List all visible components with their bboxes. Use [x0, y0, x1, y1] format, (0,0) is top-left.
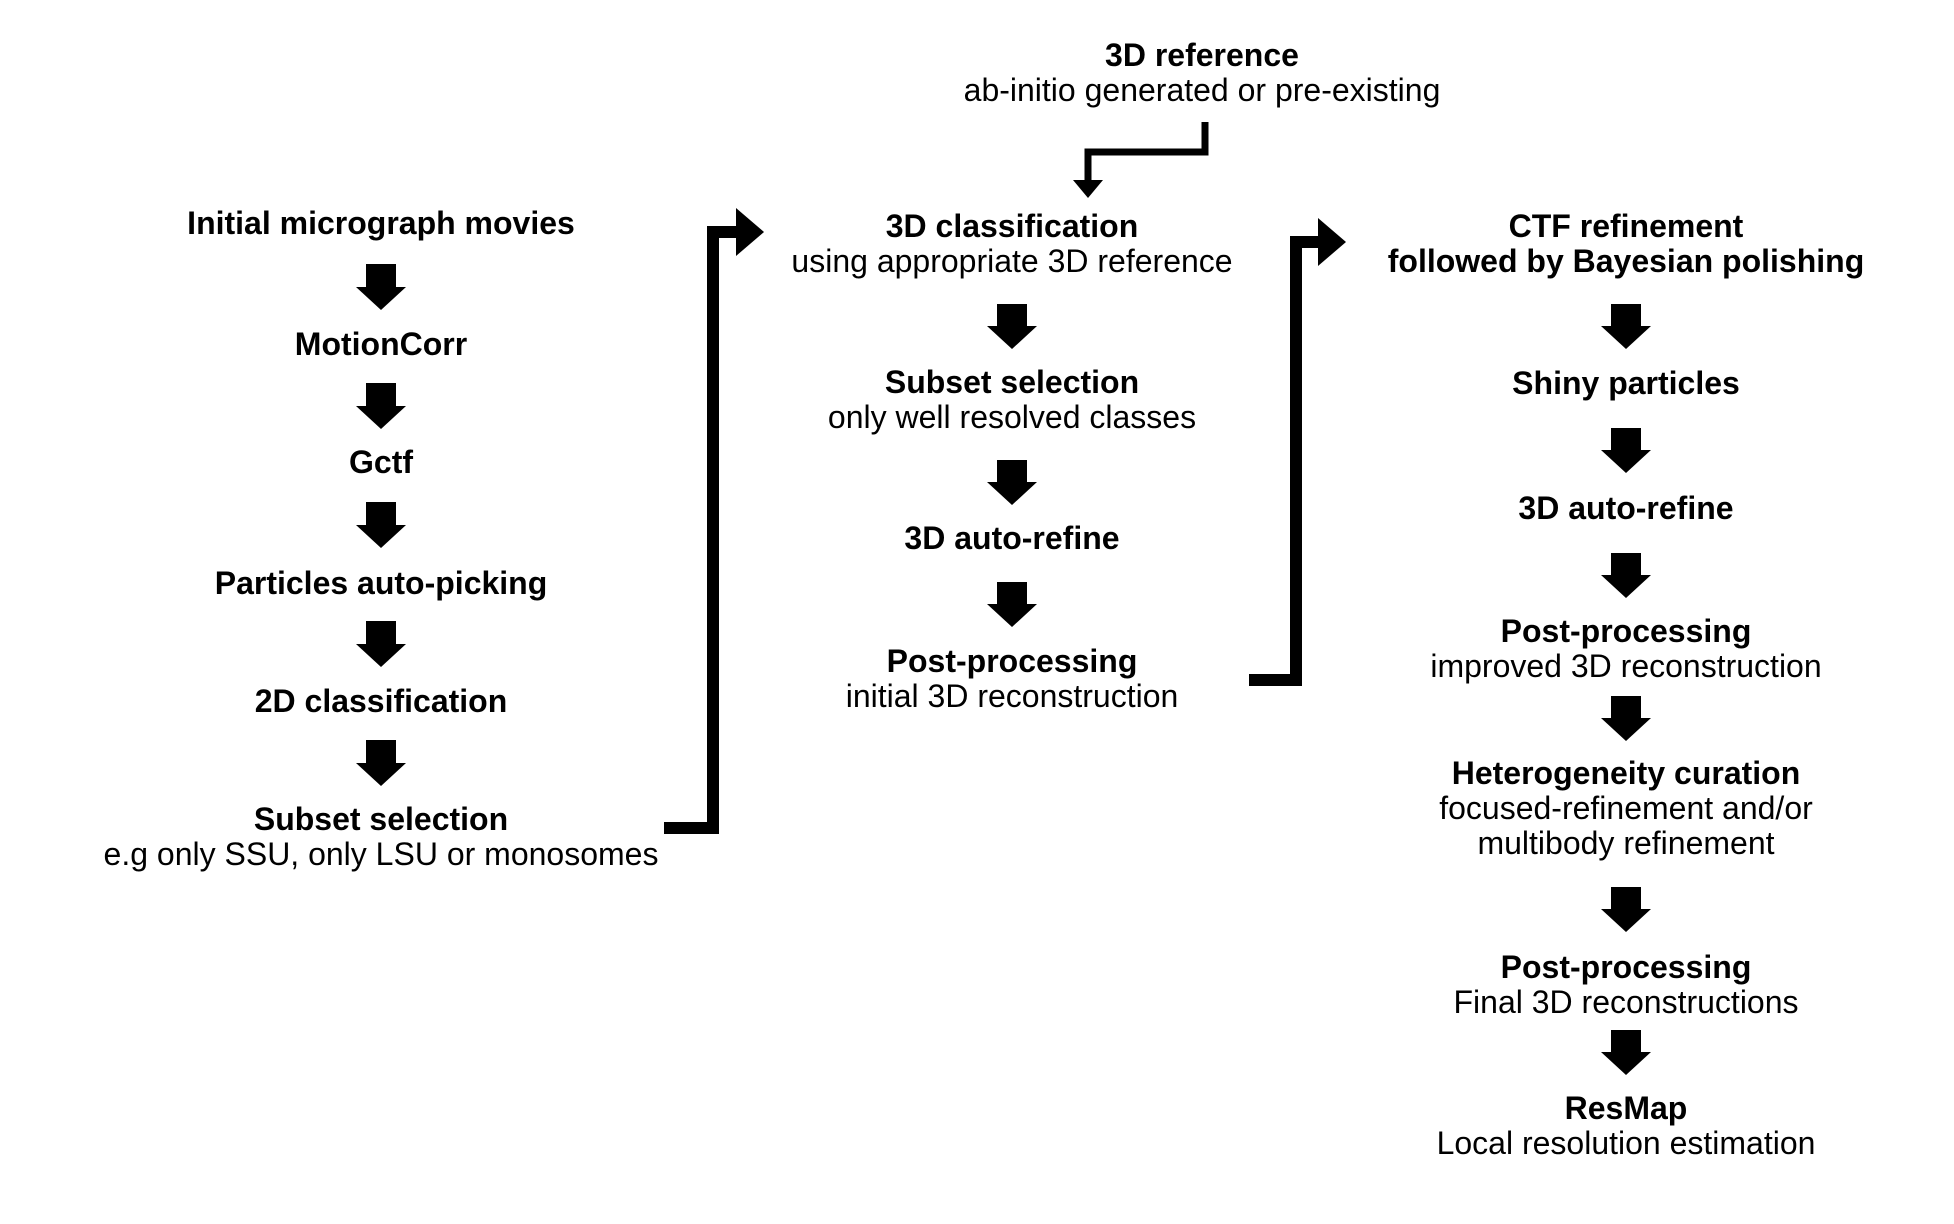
arrow-down-icon [1601, 428, 1651, 473]
step-title: Particles auto-picking [214, 565, 548, 601]
connector-reference-to-col2 [1084, 122, 1209, 182]
step-post-processing-3: Post-processing Final 3D reconstructions [1453, 950, 1798, 1020]
step-subtitle: e.g only SSU, only LSU or monosomes [103, 836, 659, 872]
arrow-down-icon [1601, 304, 1651, 349]
step-subtitle: initial 3D reconstruction [845, 678, 1179, 714]
step-subtitle-line2: multibody refinement [1477, 825, 1775, 861]
connector-col2-to-col3 [1249, 236, 1322, 686]
step-subtitle: followed by Bayesian polishing [1387, 243, 1865, 279]
arrow-down-icon [356, 740, 406, 786]
step-title: MotionCorr [294, 326, 468, 362]
step-title: Initial micrograph movies [187, 205, 575, 241]
step-shiny-particles: Shiny particles [1512, 366, 1740, 401]
step-title: Post-processing [1500, 613, 1752, 649]
step-3d-auto-refine-2: 3D auto-refine [1518, 491, 1733, 526]
step-gctf: Gctf [349, 445, 413, 480]
arrow-right-icon [1318, 218, 1346, 266]
step-title: Shiny particles [1512, 365, 1740, 401]
step-subtitle: only well resolved classes [827, 399, 1197, 435]
arrow-down-icon [987, 582, 1037, 627]
step-initial-micrograph-movies: Initial micrograph movies [187, 206, 575, 241]
step-title: CTF refinement [1508, 208, 1744, 244]
arrow-down-icon [356, 264, 406, 310]
step-title: ResMap [1564, 1090, 1688, 1126]
step-title: Post-processing [886, 643, 1138, 679]
step-subtitle: Final 3D reconstructions [1453, 984, 1799, 1020]
arrow-down-icon [356, 621, 406, 667]
arrow-down-icon [1073, 180, 1103, 198]
step-title: 3D classification [885, 208, 1139, 244]
step-title: Subset selection [884, 364, 1140, 400]
arrow-down-icon [1601, 887, 1651, 932]
arrow-down-icon [356, 383, 406, 429]
step-subtitle: using appropriate 3D reference [791, 243, 1233, 279]
step-post-processing-1: Post-processing initial 3D reconstructio… [846, 644, 1179, 714]
step-title: Subset selection [253, 801, 509, 837]
step-ctf-refinement: CTF refinement followed by Bayesian poli… [1388, 209, 1865, 279]
arrow-down-icon [987, 304, 1037, 349]
step-2d-classification: 2D classification [255, 684, 508, 719]
step-title: Gctf [349, 444, 413, 480]
step-subtitle: Local resolution estimation [1436, 1125, 1816, 1161]
arrow-down-icon [1601, 696, 1651, 741]
step-3d-auto-refine-1: 3D auto-refine [904, 521, 1119, 556]
step-title: 3D reference [1105, 37, 1299, 73]
reference-node: 3D reference ab-initio generated or pre-… [964, 38, 1441, 108]
arrow-down-icon [356, 502, 406, 548]
step-title: Post-processing [1500, 949, 1752, 985]
step-heterogeneity-curation: Heterogeneity curation focused-refinemen… [1439, 756, 1813, 861]
connector-col1-to-col2 [664, 226, 740, 834]
step-title: 3D auto-refine [1518, 490, 1734, 526]
step-title: Heterogeneity curation [1451, 755, 1801, 791]
step-post-processing-2: Post-processing improved 3D reconstructi… [1430, 614, 1821, 684]
arrow-down-icon [1601, 1030, 1651, 1075]
step-subset-selection-2: Subset selection only well resolved clas… [828, 365, 1196, 435]
step-motioncorr: MotionCorr [295, 327, 467, 362]
step-3d-classification: 3D classification using appropriate 3D r… [791, 209, 1232, 279]
step-particles-auto-picking: Particles auto-picking [215, 566, 548, 601]
step-subtitle: improved 3D reconstruction [1430, 648, 1822, 684]
arrow-down-icon [1601, 553, 1651, 598]
step-title: 2D classification [254, 683, 508, 719]
step-resmap: ResMap Local resolution estimation [1437, 1091, 1816, 1161]
step-subtitle: ab-initio generated or pre-existing [963, 72, 1441, 108]
step-subset-selection-1: Subset selection e.g only SSU, only LSU … [104, 802, 659, 872]
step-subtitle: focused-refinement and/or [1439, 790, 1813, 826]
step-title: 3D auto-refine [904, 520, 1120, 556]
arrow-right-icon [736, 208, 764, 256]
arrow-down-icon [987, 460, 1037, 505]
